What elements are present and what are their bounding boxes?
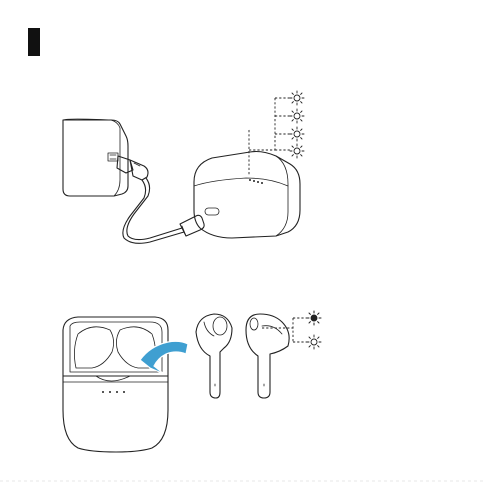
charging-case-closed <box>194 152 300 239</box>
four-led-battery-indicator <box>249 179 263 184</box>
led-2 <box>290 109 304 123</box>
section-block-marker <box>28 28 40 56</box>
led-callout <box>249 98 291 176</box>
led-on <box>307 311 321 325</box>
led-blinking <box>307 335 321 349</box>
led-3 <box>290 127 304 141</box>
earbud-led-callout <box>262 318 308 342</box>
usb-c-cable <box>117 156 204 243</box>
remove-earbuds-arrow <box>140 341 188 374</box>
left-earbud <box>196 314 232 398</box>
charging-case-open <box>63 317 168 452</box>
right-earbud <box>246 314 289 398</box>
led-4 <box>290 144 304 158</box>
led-1 <box>290 91 304 105</box>
